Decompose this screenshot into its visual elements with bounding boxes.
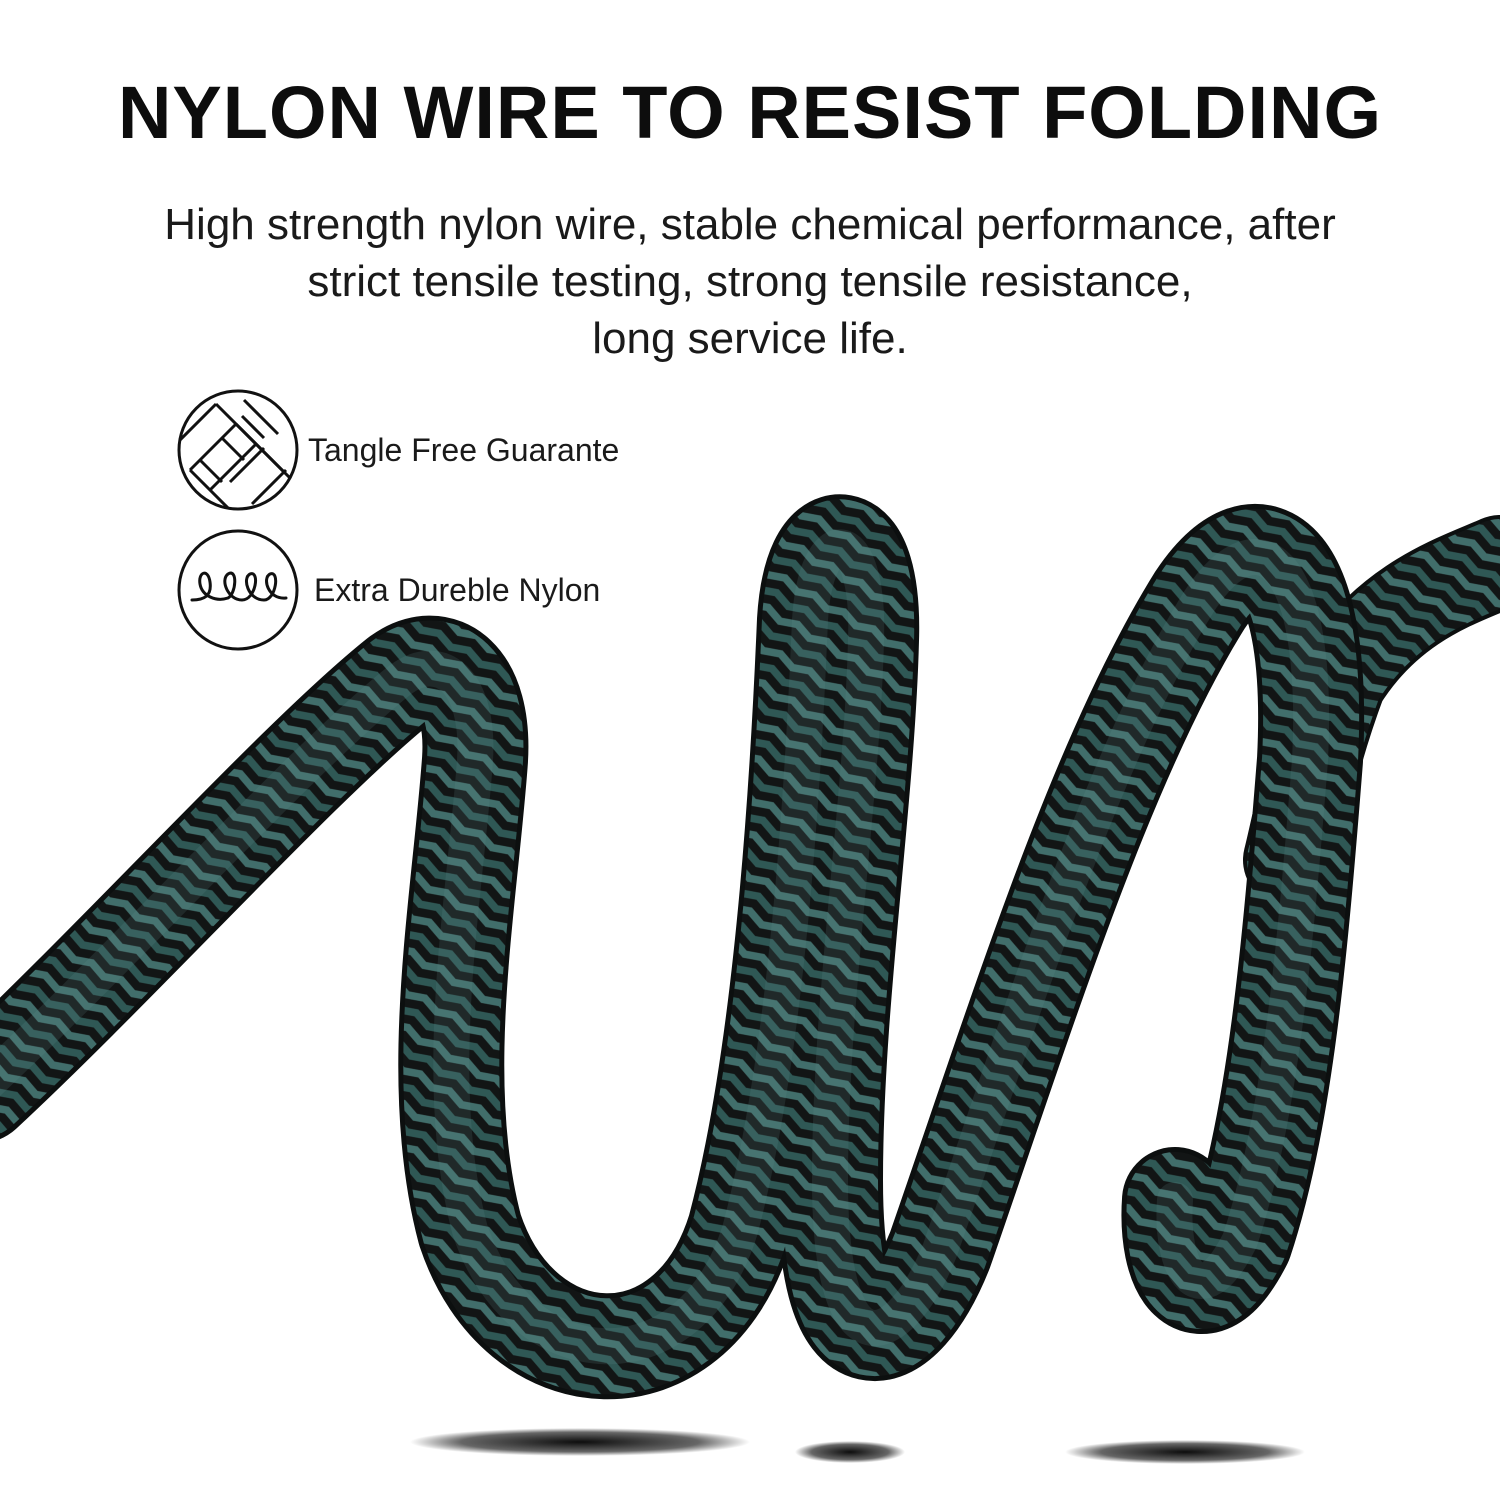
description-line: strict tensile testing, strong tensile r… xyxy=(307,257,1193,306)
woven-braid-icon xyxy=(177,389,299,511)
headline: NYLON WIRE TO RESIST FOLDING xyxy=(117,71,1383,154)
feature-label: Extra Dureble Nylon xyxy=(314,571,601,608)
description: High strength nylon wire, stable chemica… xyxy=(100,196,1400,367)
feature-durable-nylon: Extra Dureble Nylon xyxy=(176,528,600,652)
description-line: High strength nylon wire, stable chemica… xyxy=(164,200,1336,249)
feature-tangle-free: Tangle Free Guarante xyxy=(176,388,619,512)
feature-label: Tangle Free Guarante xyxy=(308,431,620,468)
floor-shadow xyxy=(410,1428,750,1456)
floor-shadow xyxy=(1065,1440,1305,1464)
floor-shadow xyxy=(795,1441,905,1463)
description-line: long service life. xyxy=(592,314,908,363)
coil-spring-icon xyxy=(177,529,299,651)
